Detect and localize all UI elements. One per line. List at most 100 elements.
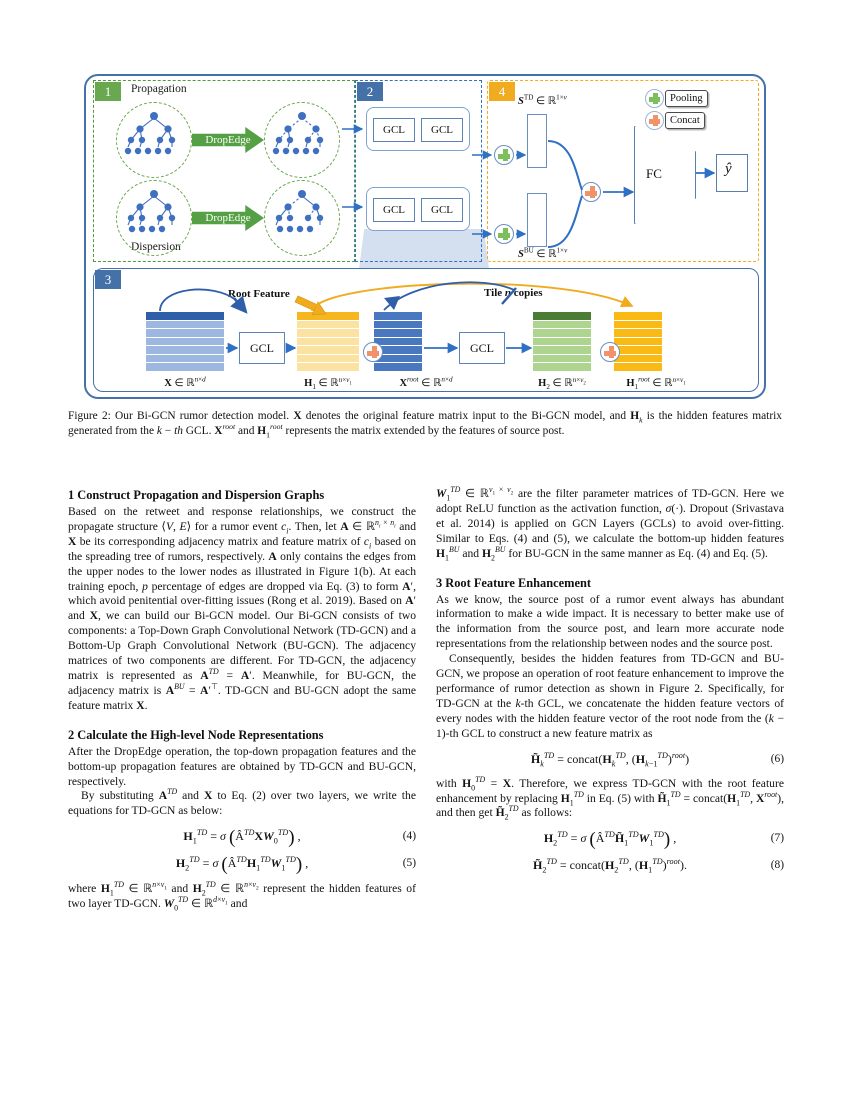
equation-7-number: (7) [770, 832, 784, 845]
s-td-label: STD ∈ ℝ1×v [518, 93, 567, 107]
matrix-X [146, 312, 224, 372]
matrix-row [374, 329, 422, 338]
matrix-row [614, 337, 662, 346]
matrix-row [146, 346, 224, 355]
paragraph-2-3: where H1TD ∈ ℝn×v1 and H2TD ∈ ℝn×v2 repr… [68, 880, 416, 913]
matrix-row [614, 346, 662, 355]
fc-label: FC [646, 166, 662, 181]
matrix-row [533, 346, 591, 355]
paragraph-1-1: Based on the retweet and response relati… [68, 505, 417, 712]
matrix-row [146, 354, 224, 363]
gcl-group-td: GCL GCL [366, 107, 470, 151]
yhat-box [716, 154, 748, 192]
equation-6: H̃kTD = concat(HkTD, (Hk−1TD)root) (6) [436, 751, 784, 768]
pooling-plus-td-icon [494, 145, 514, 165]
matrix-row [533, 337, 591, 346]
root-feature-label: Root Feature [228, 288, 290, 300]
matrix-row [533, 363, 591, 372]
matrix-row [297, 312, 359, 321]
gcl-box-bu-2: GCL [421, 198, 463, 222]
matrix-row [533, 320, 591, 329]
s-bu-vector [527, 193, 547, 247]
concat-plus-icon [581, 182, 601, 202]
matrix-row [297, 329, 359, 338]
s-bu-label: SBU ∈ ℝ1×v [518, 246, 568, 260]
equation-4-number: (4) [402, 830, 416, 843]
badge-3: 3 [95, 270, 121, 289]
concat-plus-layer2-icon [600, 342, 620, 362]
concat-legend-icon [645, 111, 664, 130]
badge-4: 4 [489, 82, 515, 101]
matrix-H1 [297, 312, 359, 372]
matrix-row [374, 312, 422, 321]
caption-matrix-X: X ∈ ℝn×d [164, 375, 206, 389]
matrix-row [297, 363, 359, 372]
badge-2: 2 [357, 82, 383, 101]
caption-matrix-H2: H2 ∈ ℝn×v2 [538, 375, 586, 392]
equation-5-body: H2TD = σ (ÂTDH1TDW1TD) , [175, 854, 309, 876]
matrix-H2 [533, 312, 591, 372]
panel-3-root-feature-enhancement [93, 268, 759, 392]
heading-section-1: 1 Construct Propagation and Dispersion G… [68, 488, 325, 502]
matrix-row [297, 337, 359, 346]
equation-8-body: H̃2TD = concat(H2TD, (H1TD)root). [533, 857, 687, 875]
gcl-box-layer1: GCL [239, 332, 285, 364]
matrix-Xroot [374, 312, 422, 372]
paragraph-3-1: As we know, the source post of a rumor e… [436, 592, 784, 651]
matrix-row [533, 329, 591, 338]
tree-circle-propagation-dropped [264, 102, 340, 178]
right-text-column: W1TD ∈ ℝv1 × v2 are the filter parameter… [436, 486, 784, 883]
heading-section-3: 3 Root Feature Enhancement [436, 575, 591, 590]
s-td-vector [527, 114, 547, 168]
equation-8-number: (8) [770, 859, 784, 872]
label-propagation: Propagation [131, 83, 187, 95]
gcl-box-td-1: GCL [373, 118, 415, 142]
heading-section-2: 2 Calculate the High-level Node Represen… [68, 727, 324, 742]
pooling-plus-bu-icon [494, 224, 514, 244]
matrix-row [533, 312, 591, 321]
matrix-row [614, 320, 662, 329]
matrix-row [374, 320, 422, 329]
equation-6-body: H̃kTD = concat(HkTD, (Hk−1TD)root) [530, 750, 690, 768]
equation-8: H̃2TD = concat(H2TD, (H1TD)root). (8) [436, 857, 784, 875]
matrix-row [146, 312, 224, 321]
figure-caption: Figure 2: Our Bi-GCN rumor detection mod… [68, 410, 782, 440]
gcl-box-layer2: GCL [459, 332, 505, 364]
gcl-box-bu-1: GCL [373, 198, 415, 222]
tree-circle-dispersion-dropped [264, 180, 340, 256]
tree-circle-dispersion-full [116, 180, 192, 256]
panel-1-graph-construction [93, 80, 355, 262]
matrix-row [297, 346, 359, 355]
equation-4: H1TD = σ (ÂTDXW0TD) , (4) [68, 827, 416, 849]
gcl-group-bu: GCL GCL [366, 187, 470, 231]
caption-matrix-H1root: H1root ∈ ℝn×v1 [626, 375, 686, 392]
pooling-legend-icon [645, 89, 664, 108]
figure-2: 1 2 4 3 Propagation Dispersion DropEdge … [84, 74, 766, 399]
legend-pooling-label: Pooling [665, 90, 708, 107]
equation-5: H2TD = σ (ÂTDH1TDW1TD) , (5) [68, 854, 416, 876]
equation-5-number: (5) [402, 857, 416, 870]
equation-4-body: H1TD = σ (ÂTDXW0TD) , [183, 827, 301, 849]
caption-matrix-H1: H1 ∈ ℝn×v1 [304, 375, 352, 392]
left-text-column: 1 Construct Propagation and Dispersion G… [68, 487, 416, 912]
tile-n-copies-label: Tile n copies [484, 287, 543, 299]
equation-7: H2TD = σ (ÂTDH̃1TDW1TD) , (7) [436, 830, 784, 849]
matrix-row [374, 337, 422, 346]
paragraph-2-2: By substituting ATD and X to Eq. (2) ove… [68, 787, 416, 818]
badge-1: 1 [95, 82, 121, 101]
matrix-row [614, 354, 662, 363]
caption-matrix-Xroot: Xroot ∈ ℝn×d [399, 375, 453, 389]
matrix-row [146, 329, 224, 338]
matrix-row [533, 354, 591, 363]
matrix-H1root [614, 312, 662, 372]
yhat-label: ŷ [725, 161, 732, 177]
matrix-row [297, 320, 359, 329]
matrix-row [374, 363, 422, 372]
matrix-row [374, 354, 422, 363]
panel2-to-panel3-connector [359, 229, 489, 269]
panel-4-classifier [487, 80, 759, 262]
gcl-box-td-2: GCL [421, 118, 463, 142]
matrix-row [614, 312, 662, 321]
matrix-row [374, 346, 422, 355]
